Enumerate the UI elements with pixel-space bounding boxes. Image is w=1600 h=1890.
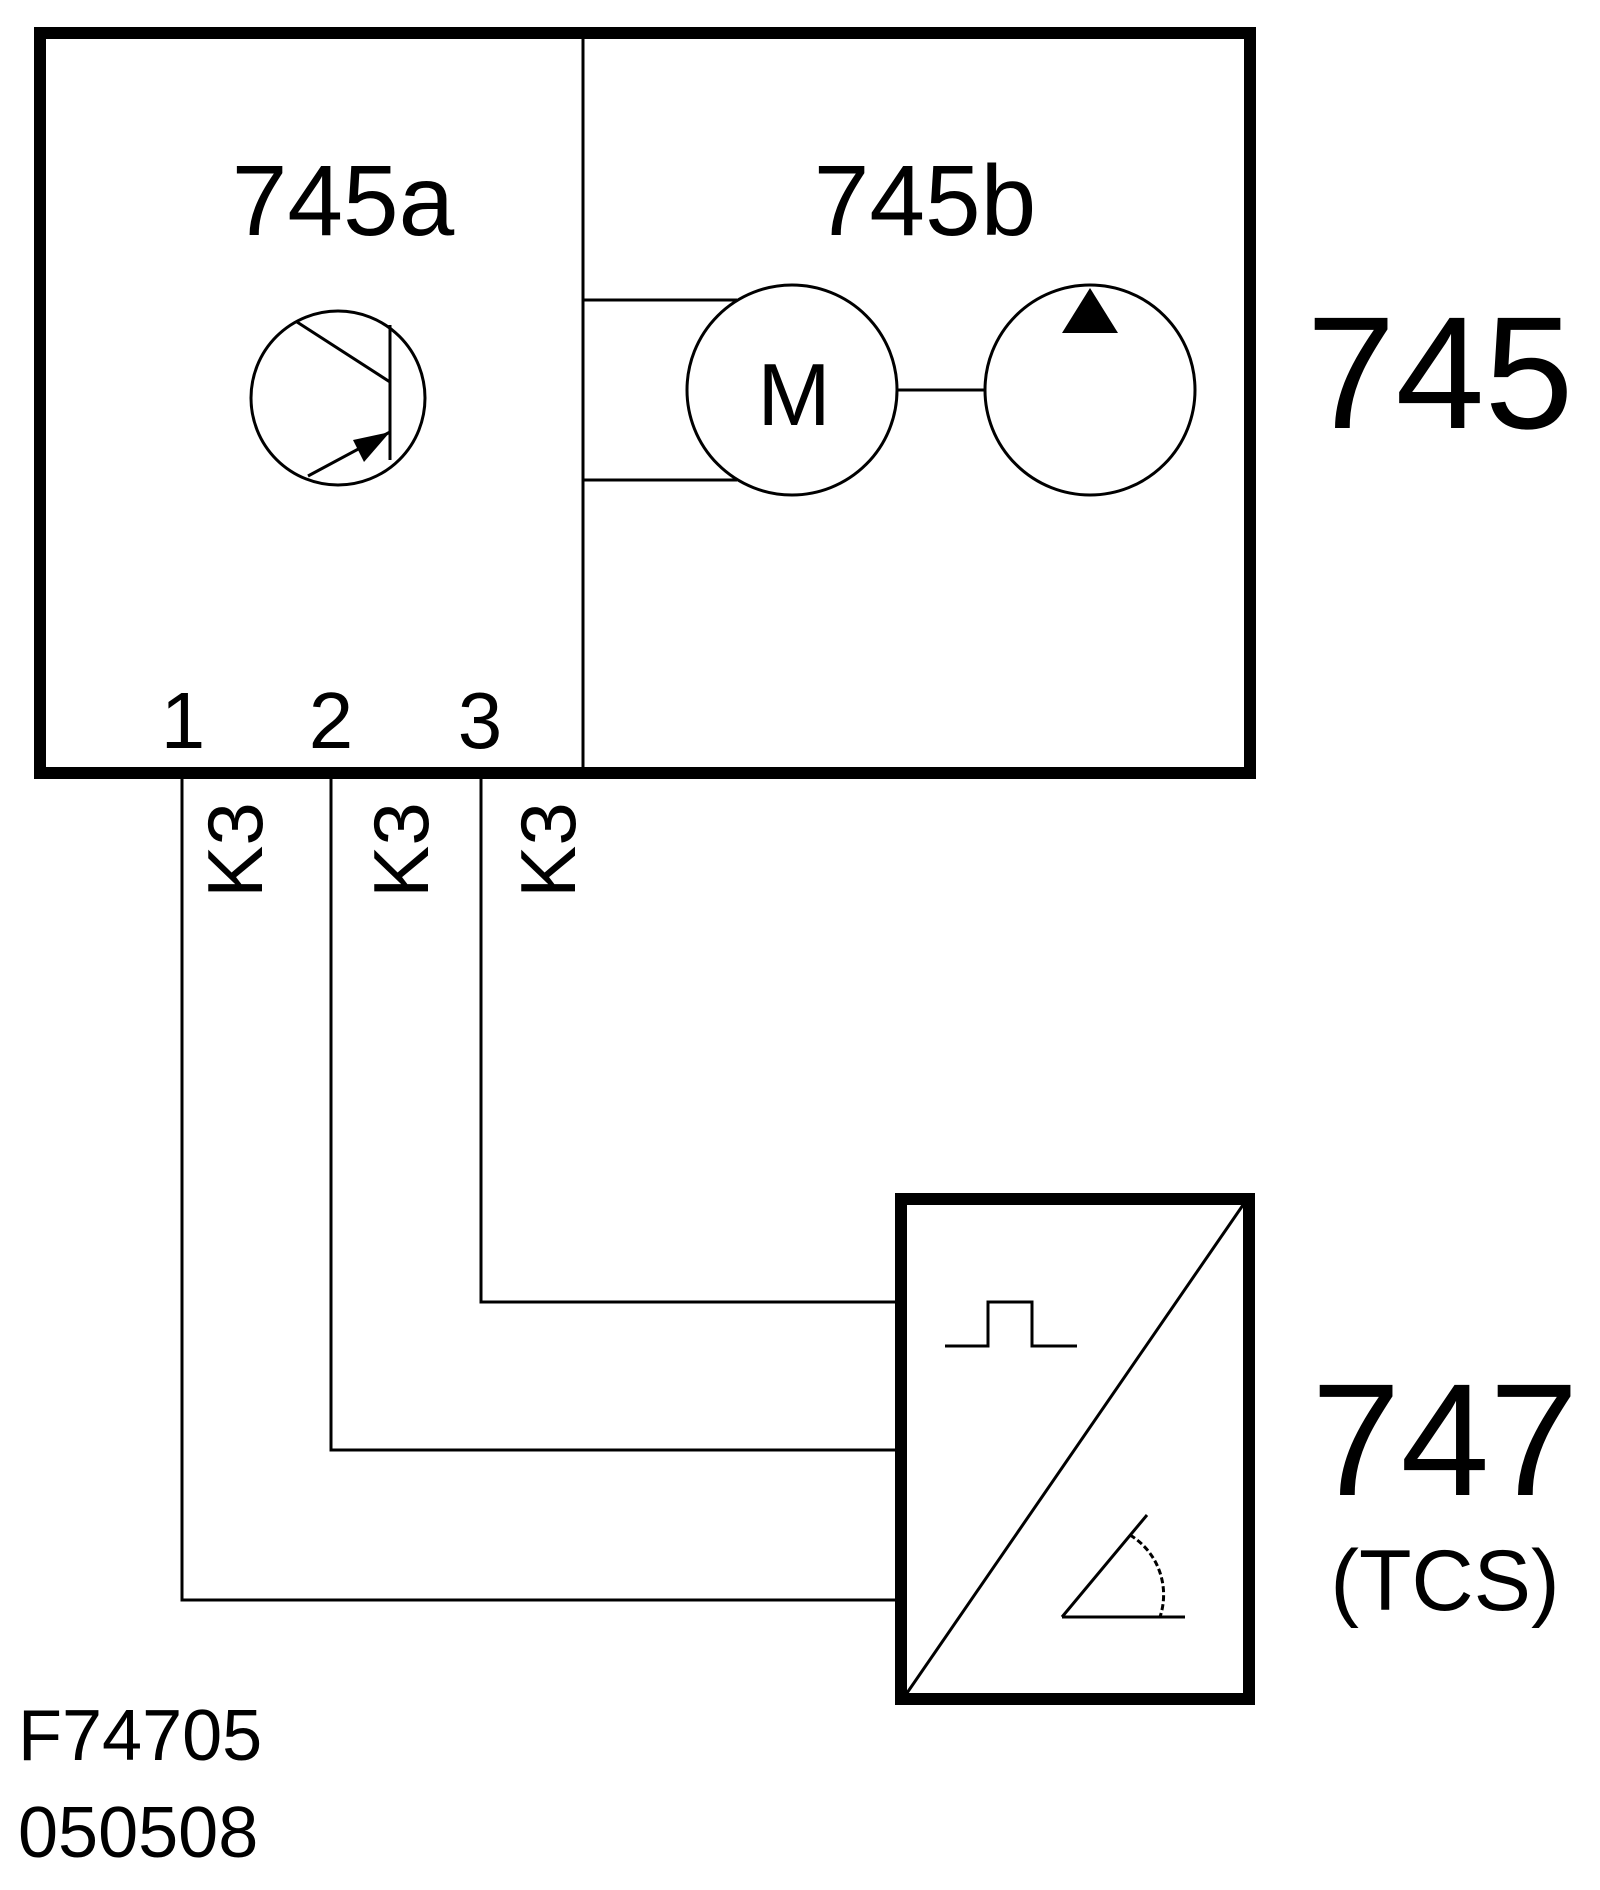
wire-terminal-1 — [180, 779, 895, 1602]
unit-747-box — [895, 1193, 1255, 1705]
wire-3-label: K3 — [504, 802, 592, 897]
wire-terminal-3 — [479, 779, 895, 1304]
wire-terminal-2 — [329, 779, 895, 1452]
pulse-signal-icon — [945, 1300, 1077, 1348]
wire-2-label: K3 — [357, 802, 445, 897]
unit-747-sublabel: (TCS) — [1330, 1533, 1559, 1629]
terminal-1-label: 1 — [161, 676, 206, 765]
transistor-icon — [249, 309, 427, 487]
motor-icon: M — [685, 283, 899, 497]
figure-code: F74705 — [18, 1696, 262, 1776]
unit-747-diagonal — [905, 1204, 1245, 1694]
unit-745-label: 745 — [1307, 283, 1574, 462]
terminal-3-label: 3 — [458, 676, 503, 765]
motor-symbol-label: M — [757, 345, 830, 444]
unit-747-label: 747 — [1312, 1350, 1579, 1529]
wire-1-label: K3 — [191, 802, 279, 897]
angle-sensor-icon — [1060, 1514, 1185, 1619]
figure-date: 050508 — [18, 1793, 258, 1873]
unit-745-box — [34, 27, 1256, 779]
terminal-2-label: 2 — [309, 676, 354, 765]
section-745b-label: 745b — [814, 145, 1036, 257]
section-745a-label: 745a — [232, 145, 455, 257]
pump-icon — [983, 283, 1197, 497]
